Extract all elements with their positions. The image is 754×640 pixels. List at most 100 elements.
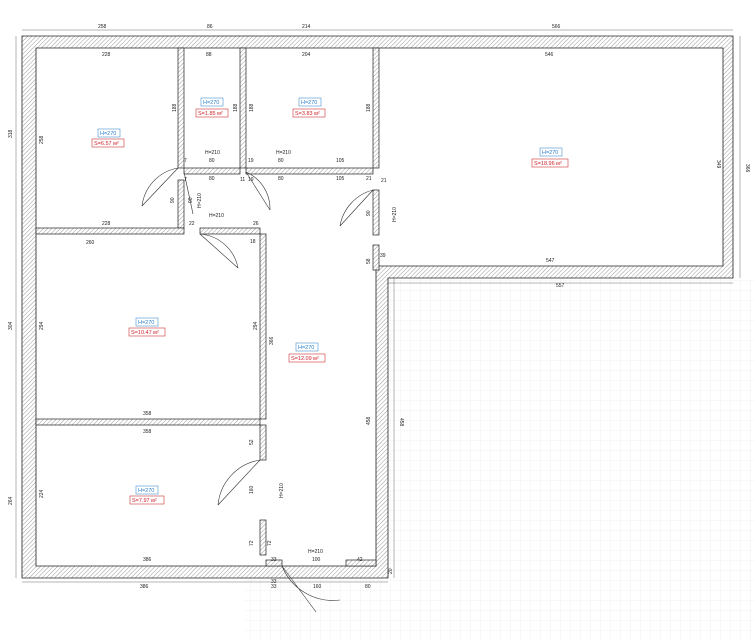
room-4-height: H=270 [542, 150, 558, 156]
dim-m: 26 [253, 221, 259, 227]
dim-m: 458 [366, 416, 372, 425]
dim-inner-1: 228 [102, 52, 111, 58]
room-7-label: H=270 S=7.97 м² [129, 485, 165, 505]
room-7-height: H=270 [138, 488, 154, 494]
dim-m: 294 [39, 321, 45, 330]
dim-m: 33 [271, 579, 277, 585]
door-label: H=210 [279, 483, 285, 498]
dim-m: 39 [380, 253, 386, 259]
room-1-label: H=270 S=6.57 м² [91, 128, 125, 148]
dim-top-3: 214 [302, 24, 311, 30]
dim-m: 228 [102, 221, 111, 227]
dim-m: 80 [278, 176, 284, 182]
dim-m: 21 [381, 178, 387, 184]
room-5-height: H=270 [138, 320, 154, 326]
dim-m: 42 [357, 557, 363, 563]
dim-m: 547 [546, 258, 555, 264]
room-6-area: S=12.09 м² [291, 356, 319, 362]
dim-m: 19 [248, 158, 254, 164]
dim-m: 33 [271, 557, 277, 563]
dim-m: 90 [188, 197, 194, 203]
dim-m: 386 [143, 557, 152, 563]
dim-top-1: 258 [98, 24, 107, 30]
door-label: H=210 [308, 549, 323, 555]
room-5-label: H=270 S=10.47 м² [128, 317, 166, 337]
room-7-area: S=7.97 м² [132, 498, 157, 504]
dim-m: 260 [86, 240, 95, 246]
room-1-area: S=6.57 м² [94, 141, 119, 147]
room-6-height: H=270 [298, 345, 314, 351]
dim-m: 20 [388, 568, 394, 574]
dim-m: 188 [172, 103, 178, 112]
dim-m: 224 [39, 489, 45, 498]
room-2-height: H=270 [203, 100, 219, 106]
door-label: H=210 [392, 207, 398, 222]
dim-m: 80 [278, 158, 284, 164]
dim-right-2: 458 [398, 418, 404, 427]
dim-m: 557 [556, 283, 565, 289]
dim-inner-4: 546 [545, 52, 554, 58]
dim-m: 100 [312, 557, 321, 563]
dim-m: 22 [189, 221, 195, 227]
dim-top-4: 566 [552, 24, 561, 30]
dim-m: 188 [233, 103, 239, 112]
dim-m: 18 [250, 239, 256, 245]
dim-m: 80 [209, 176, 215, 182]
room-3-area: S=3.83 м² [295, 111, 320, 117]
door-label: H=210 [205, 150, 220, 156]
dim-m: 72 [249, 540, 255, 546]
room-6-label: H=270 S=12.09 м² [288, 342, 326, 363]
dim-m: 258 [39, 135, 45, 144]
door-labels: H=210 H=210 H=210 H=210 H=210 H=210 H=21… [197, 150, 398, 555]
interior-walls [35, 47, 380, 567]
room-2-area: S=1.85 м² [198, 111, 223, 117]
room-4-label: H=270 S=18.96 м² [531, 147, 569, 168]
room-2-label: H=270 S=1.85 м² [195, 97, 229, 118]
dim-right-1: 366 [744, 164, 750, 173]
room-3-label: H=270 S=3.83 м² [292, 97, 326, 118]
door-label: H=210 [276, 150, 291, 156]
dim-bottom-2: 33 [271, 584, 277, 590]
dim-m: 105 [336, 176, 345, 182]
room-1-height: H=270 [100, 131, 116, 137]
dim-m: 160 [249, 485, 255, 494]
dim-m: 80 [209, 158, 215, 164]
dim-m: 19 [248, 177, 254, 183]
room-3-height: H=270 [301, 100, 317, 106]
dim-top-2: 86 [207, 24, 213, 30]
dim-m: 188 [366, 103, 372, 112]
dim-m: 7 [184, 177, 187, 183]
room-5-area: S=10.47 м² [131, 330, 159, 336]
doors [141, 167, 374, 613]
dim-inner-2: 88 [206, 52, 212, 58]
dim-left-3: 264 [8, 496, 14, 505]
dim-bottom-1: 386 [140, 584, 149, 590]
dim-m: 188 [249, 103, 255, 112]
door-label: H=210 [197, 193, 203, 208]
dim-m: 358 [143, 429, 152, 435]
dim-inner-3: 204 [302, 52, 311, 58]
room-4-area: S=18.96 м² [534, 161, 562, 167]
dim-m: 21 [366, 176, 372, 182]
dim-m: 105 [336, 158, 345, 164]
dimension-lines [15, 29, 741, 583]
dim-m: 349 [715, 160, 721, 169]
dim-bottom-3: 160 [313, 584, 322, 590]
dim-m: 366 [269, 336, 275, 345]
dim-left-2: 304 [8, 321, 14, 330]
dim-m: 58 [366, 258, 372, 264]
dim-m: 11 [240, 177, 245, 183]
dim-left-1: 318 [8, 129, 14, 138]
dim-m: 90 [366, 210, 372, 216]
dim-m: 358 [143, 411, 152, 417]
dim-m: 72 [267, 540, 273, 546]
dim-m: 7 [184, 158, 187, 164]
door-label: H=210 [209, 213, 224, 219]
grid-area-right [388, 278, 754, 640]
dim-bottom-4: 80 [365, 584, 371, 590]
dimension-labels: 258 86 214 566 228 88 204 546 318 304 26… [8, 24, 750, 590]
dim-m: 294 [253, 321, 259, 330]
dim-m: 90 [170, 197, 176, 203]
dim-m: 52 [249, 439, 255, 445]
